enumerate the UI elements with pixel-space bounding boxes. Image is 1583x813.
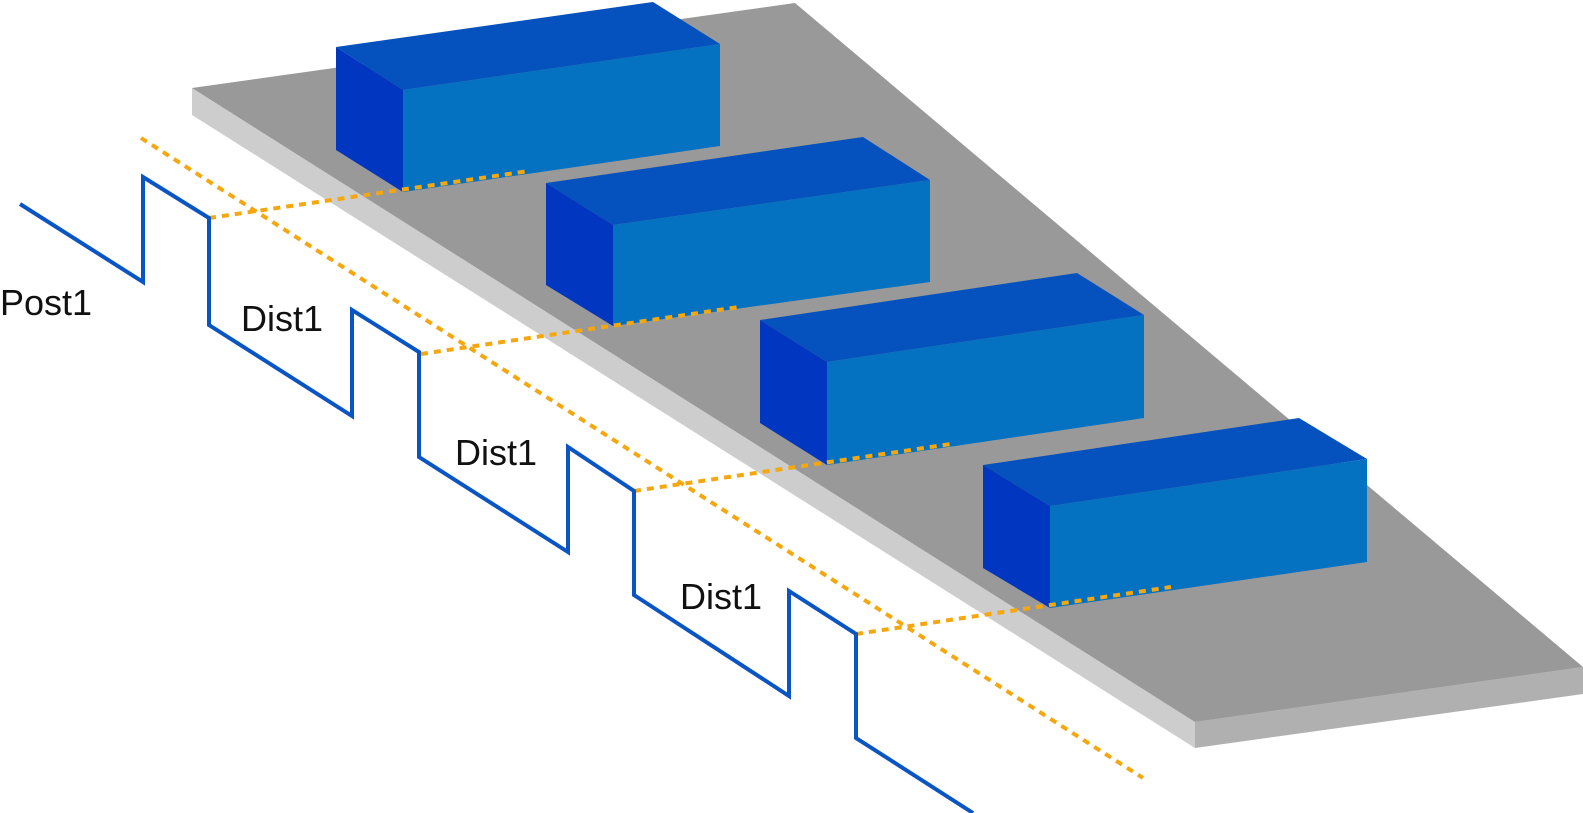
box-side-face bbox=[403, 44, 720, 192]
box-3-guide-line bbox=[633, 442, 952, 493]
box-2-guide-line bbox=[420, 305, 740, 356]
box-side-face bbox=[1050, 459, 1367, 608]
dist-label-3: Dist1 bbox=[680, 576, 762, 617]
box-1-guide-line bbox=[208, 169, 530, 220]
box-1 bbox=[336, 2, 720, 192]
box-2 bbox=[546, 137, 930, 326]
box-end-face bbox=[760, 320, 827, 465]
belt-front-edge bbox=[1195, 667, 1583, 748]
diagonal-guide-line bbox=[139, 136, 1145, 780]
box-top-face bbox=[546, 137, 930, 225]
box-end-face bbox=[983, 465, 1050, 608]
dist-label-1: Dist1 bbox=[241, 298, 323, 339]
signal-waveform bbox=[18, 173, 975, 813]
box-4 bbox=[983, 418, 1367, 608]
post-label: Post1 bbox=[0, 282, 92, 323]
box-3 bbox=[760, 273, 1144, 465]
box-side-face bbox=[613, 180, 930, 326]
box-4-guide-line bbox=[855, 585, 1172, 636]
box-top-face bbox=[760, 273, 1144, 362]
box-end-face bbox=[336, 47, 403, 192]
dist-label-2: Dist1 bbox=[455, 432, 537, 473]
box-side-face bbox=[827, 315, 1144, 465]
box-end-face bbox=[546, 183, 613, 326]
belt-left-edge bbox=[192, 88, 1195, 748]
box-top-face bbox=[983, 418, 1367, 506]
box-top-face bbox=[336, 2, 720, 90]
guide-lines bbox=[139, 136, 1172, 780]
